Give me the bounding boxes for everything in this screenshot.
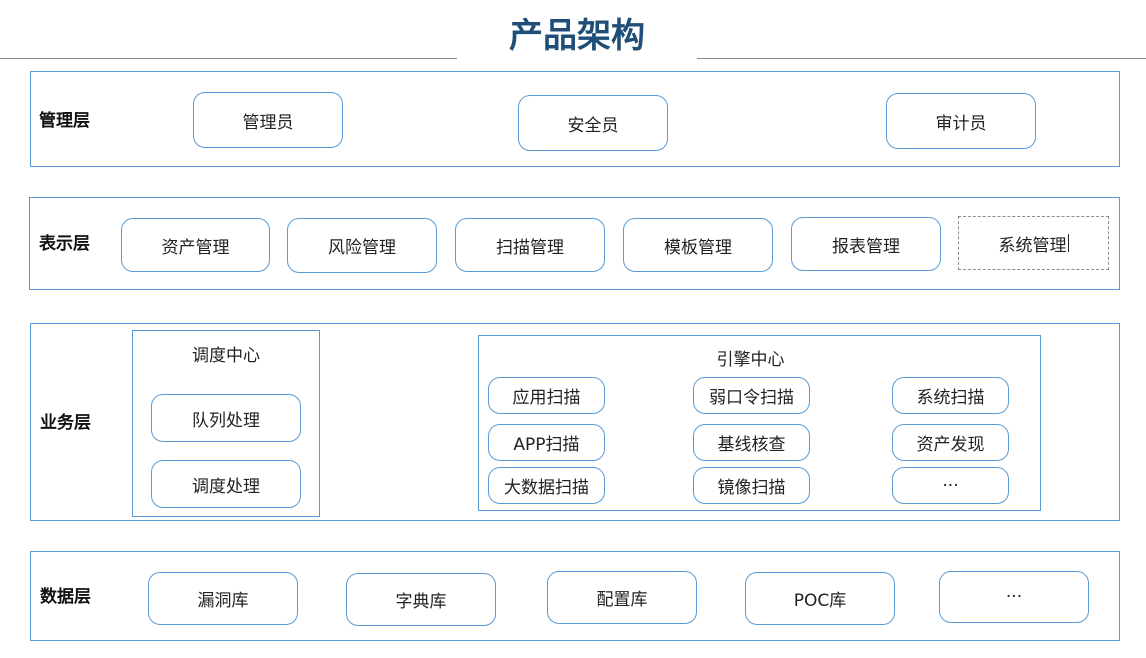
queue-processing-node: 队列处理: [151, 394, 301, 442]
management-layer: 管理层 管理员 安全员 审计员: [30, 71, 1120, 167]
vulnerability-db-node: 漏洞库: [148, 572, 298, 625]
data-layer: 数据层 漏洞库 字典库 配置库 POC库 ···: [30, 551, 1120, 641]
title-rule-left: [0, 58, 457, 59]
system-scan-node: 系统扫描: [892, 377, 1009, 414]
text-cursor-icon: [1067, 234, 1069, 252]
template-management-node: 模板管理: [623, 218, 773, 272]
big-data-scan-node: 大数据扫描: [488, 467, 605, 504]
mobile-app-scan-node: APP扫描: [488, 424, 605, 461]
business-layer-label: 业务层: [40, 413, 91, 433]
dispatch-center-panel: 调度中心 队列处理 调度处理: [132, 330, 320, 517]
title-rule-right: [697, 58, 1146, 59]
asset-discovery-node: 资产发现: [892, 424, 1009, 461]
more-data-node: ···: [939, 571, 1089, 623]
engine-center-title: 引擎中心: [716, 350, 785, 370]
presentation-layer-label: 表示层: [39, 234, 90, 254]
baseline-check-node: 基线核查: [693, 424, 810, 461]
role-admin: 管理员: [193, 92, 343, 148]
scan-management-node: 扫描管理: [455, 218, 605, 272]
config-db-node: 配置库: [547, 571, 697, 624]
dispatch-center-title: 调度中心: [192, 346, 260, 366]
diagram-title: 产品架构: [509, 16, 645, 56]
presentation-layer: 表示层 资产管理 风险管理 扫描管理 模板管理 报表管理 系统管理: [29, 197, 1120, 290]
role-auditor: 审计员: [886, 93, 1036, 149]
app-scan-node: 应用扫描: [488, 377, 605, 414]
management-layer-label: 管理层: [39, 111, 90, 131]
more-engines-node: ···: [892, 467, 1009, 504]
role-security-officer: 安全员: [518, 95, 668, 151]
data-layer-label: 数据层: [40, 587, 91, 607]
report-management-node: 报表管理: [791, 217, 941, 271]
poc-db-node: POC库: [745, 572, 895, 625]
risk-management-node: 风险管理: [287, 218, 437, 273]
system-management-label: 系统管理: [998, 235, 1067, 256]
asset-management-node: 资产管理: [121, 218, 270, 272]
engine-center-panel: 引擎中心 应用扫描 弱口令扫描 系统扫描 APP扫描 基线核查 资产发现 大数据…: [478, 335, 1041, 511]
system-management-node[interactable]: 系统管理: [958, 216, 1109, 270]
image-scan-node: 镜像扫描: [693, 467, 810, 504]
weak-password-scan-node: 弱口令扫描: [693, 377, 810, 414]
dictionary-db-node: 字典库: [346, 573, 496, 626]
dispatch-processing-node: 调度处理: [151, 460, 301, 508]
business-layer: 业务层 调度中心 队列处理 调度处理 引擎中心 应用扫描 弱口令扫描 系统扫描 …: [30, 323, 1120, 521]
